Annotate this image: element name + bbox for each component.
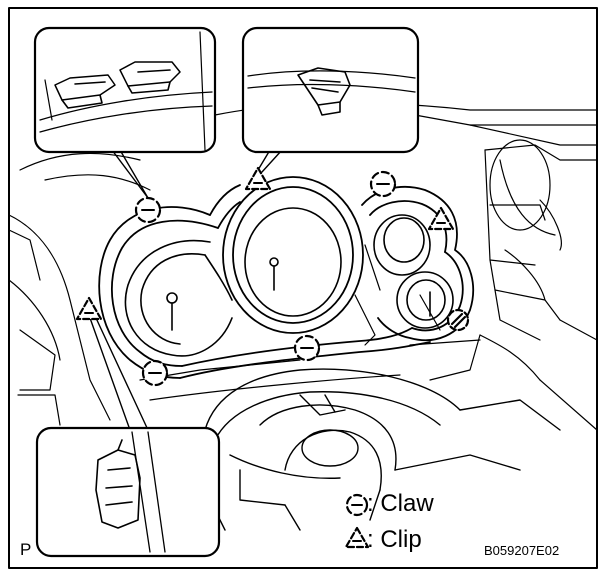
figure-frame	[8, 7, 598, 569]
clip-marker-top-center	[244, 166, 272, 191]
legend-clip-label: : Clip	[367, 526, 422, 553]
figure-code: B059207E02	[484, 543, 560, 558]
clip-marker-bottom-right	[446, 308, 470, 332]
gauges	[124, 207, 454, 357]
callout-leaders	[89, 149, 283, 431]
callout-detail-clip-bottom	[35, 426, 221, 558]
clip-marker-inner-dots	[84, 182, 446, 542]
claw-marker-dashes	[141, 183, 390, 506]
corner-mark: P	[20, 540, 32, 559]
callout-detail-clip-top	[241, 26, 420, 154]
clip-marker-right	[427, 206, 455, 231]
clip-marker-legend	[344, 526, 370, 549]
steering-column	[204, 368, 561, 531]
legend-claw-label: : Claw	[367, 490, 434, 517]
clip-markers	[75, 166, 455, 549]
callout-detail-claw	[33, 26, 217, 154]
clip-marker-left	[75, 296, 103, 321]
